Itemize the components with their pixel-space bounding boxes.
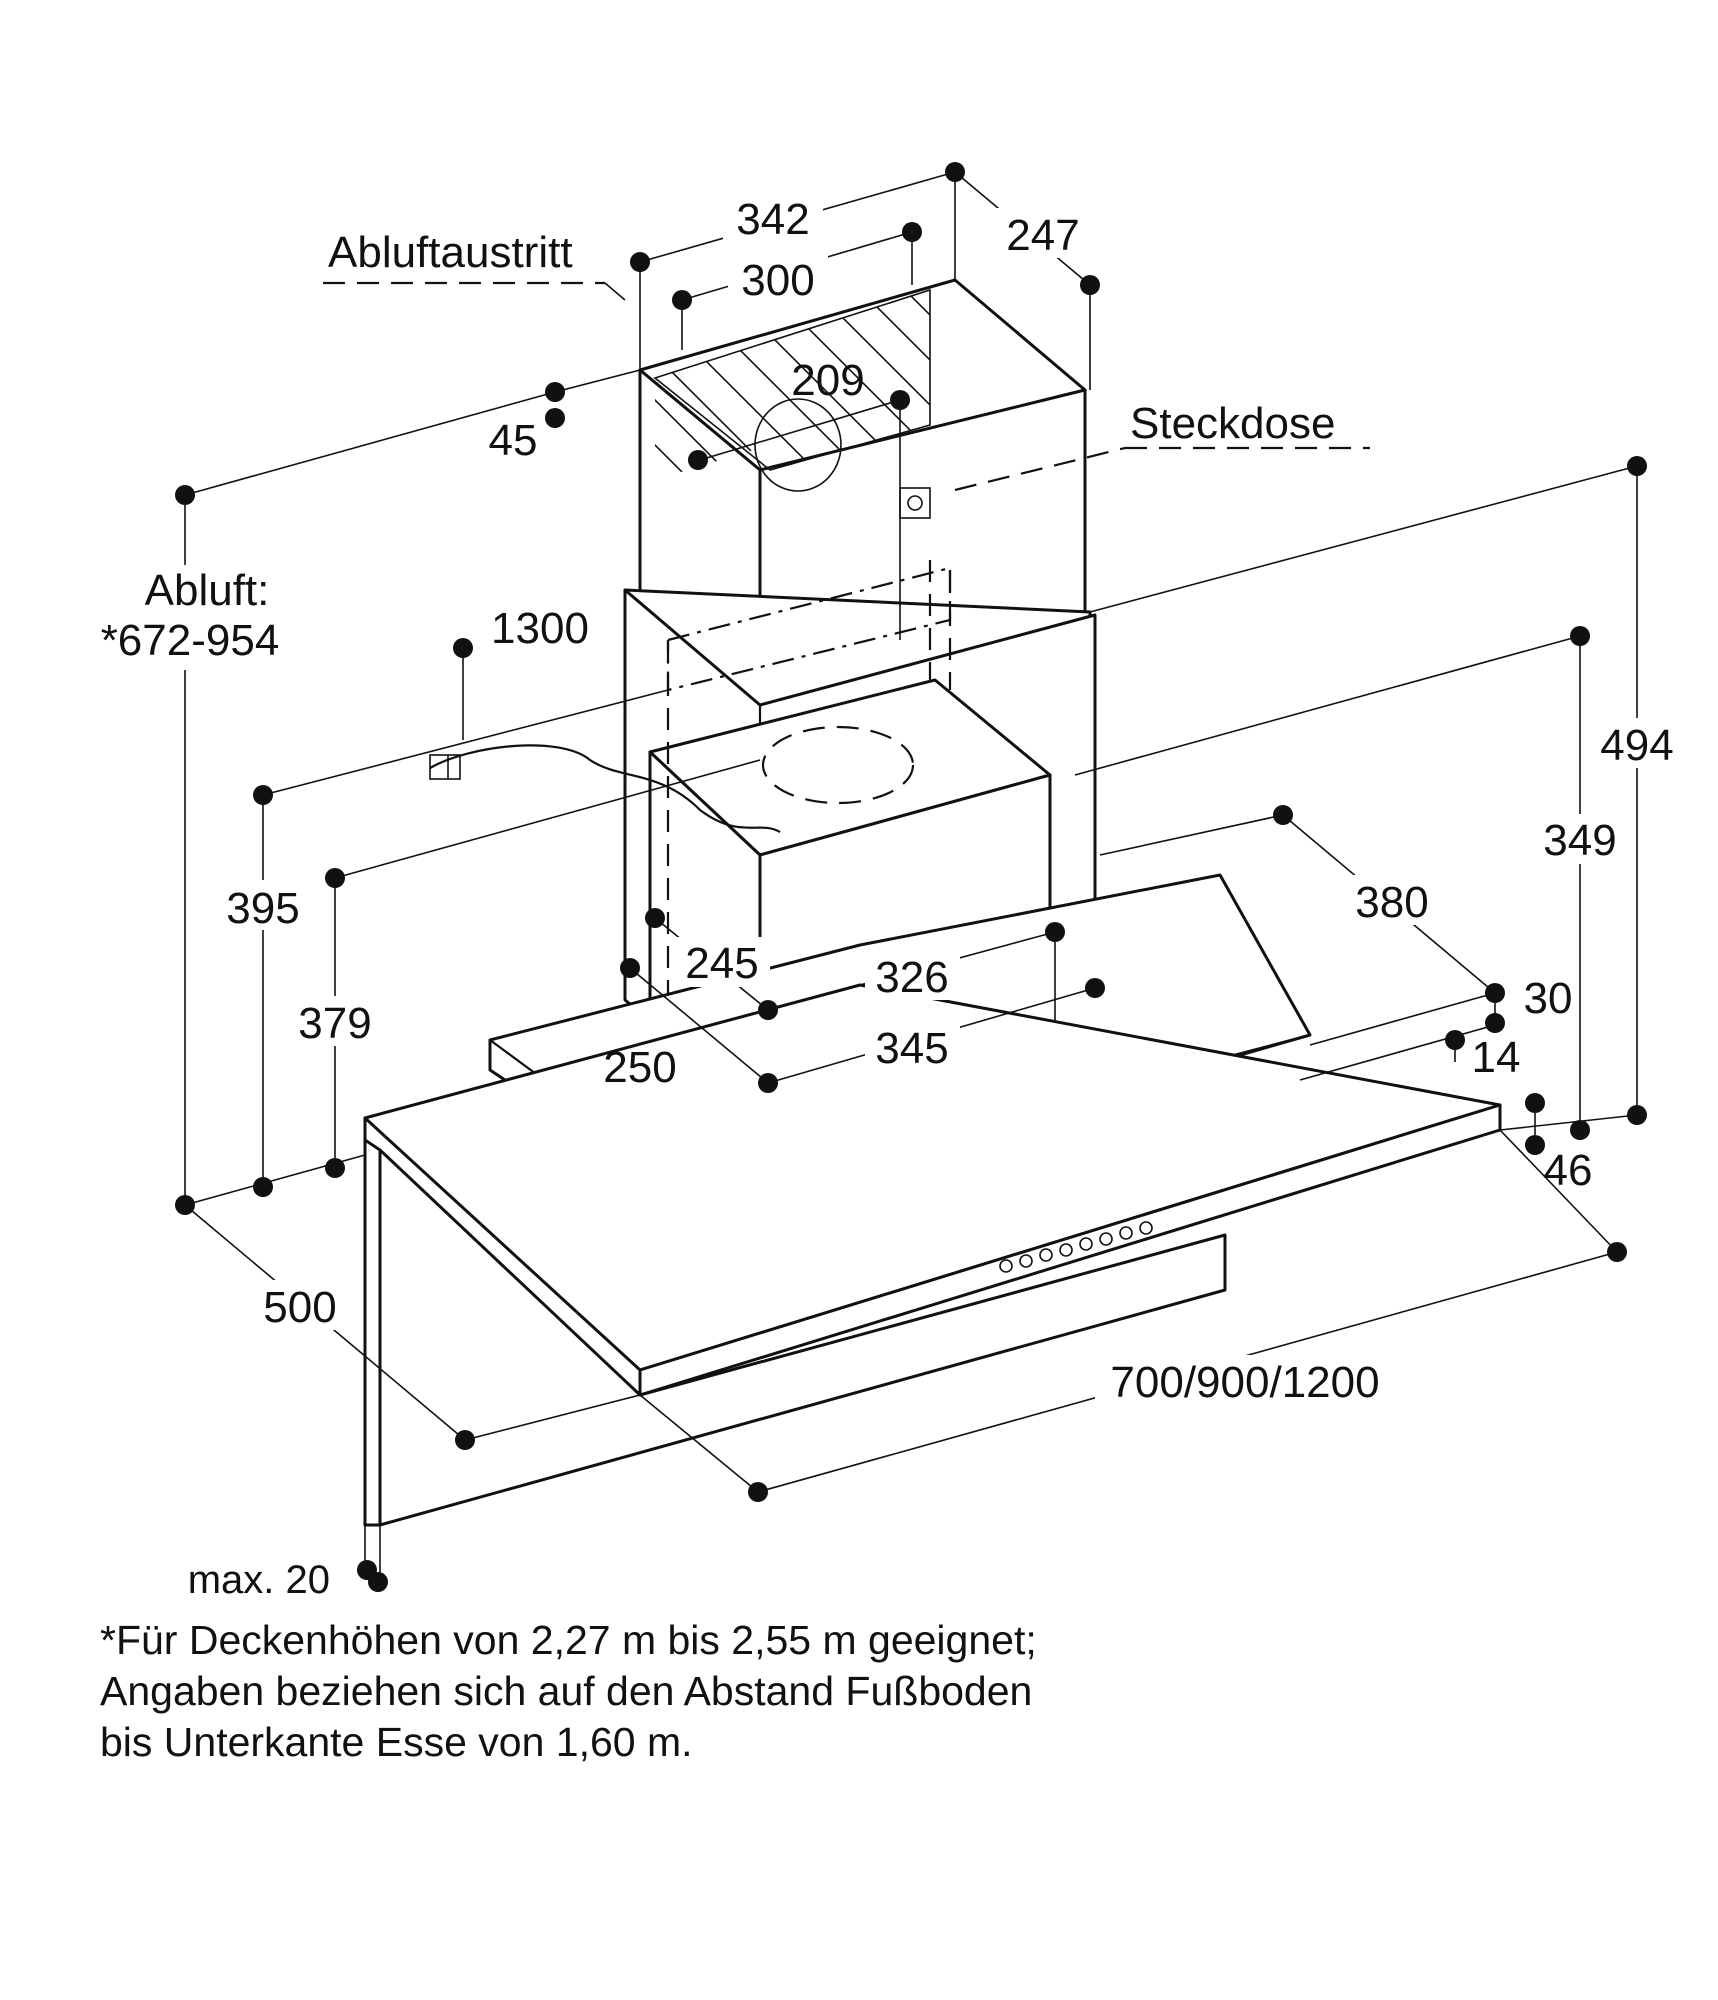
dim-395: 395	[226, 884, 299, 933]
dim-379: 379	[298, 999, 371, 1048]
dim-209: 209	[791, 356, 864, 405]
dim-width: 700/900/1200	[1110, 1358, 1379, 1407]
dim-349: 349	[1543, 816, 1616, 865]
dim-45: 45	[489, 416, 538, 465]
label-exhaust-line2: *672-954	[101, 616, 280, 665]
dim-30: 30	[1524, 974, 1573, 1023]
dim-342: 342	[736, 195, 809, 244]
dim-1300: 1300	[491, 604, 589, 653]
footnote-line-2: Angaben beziehen sich auf den Abstand Fu…	[100, 1668, 1033, 1714]
footnote: *Für Deckenhöhen von 2,27 m bis 2,55 m g…	[100, 1615, 1600, 1768]
dim-326: 326	[875, 953, 948, 1002]
footnote-line-3: bis Unterkante Esse von 1,60 m.	[100, 1719, 693, 1765]
wall-panel-edge	[363, 1138, 382, 1527]
dim-380: 380	[1355, 878, 1428, 927]
label-exhaust-outlet: Abluftaustritt	[328, 228, 573, 277]
dim-500: 500	[263, 1283, 336, 1332]
plug-icon	[429, 754, 461, 780]
dim-46: 46	[1544, 1146, 1593, 1195]
fan-outline	[761, 725, 915, 805]
exhaust-outlet-circle	[754, 398, 842, 492]
dim-250: 250	[603, 1043, 676, 1092]
dim-494: 494	[1600, 721, 1673, 770]
dimension-labels: 342 300 247 209 45 Abluftaustritt Steckd…	[101, 190, 1685, 1602]
dim-345: 345	[875, 1024, 948, 1073]
control-buttons	[999, 1221, 1153, 1273]
canopy-lower	[363, 983, 1502, 1527]
label-max: max. 20	[188, 1558, 330, 1602]
dim-245: 245	[685, 939, 758, 988]
footnote-line-1: *Für Deckenhöhen von 2,27 m bis 2,55 m g…	[100, 1617, 1037, 1663]
dimension-dots	[175, 162, 1647, 1592]
chimney-opening	[653, 288, 931, 471]
dim-14: 14	[1472, 1033, 1521, 1082]
label-exhaust-line1: Abluft:	[145, 566, 270, 615]
label-socket: Steckdose	[1130, 399, 1335, 448]
dim-247: 247	[1006, 211, 1079, 260]
dim-300: 300	[741, 256, 814, 305]
